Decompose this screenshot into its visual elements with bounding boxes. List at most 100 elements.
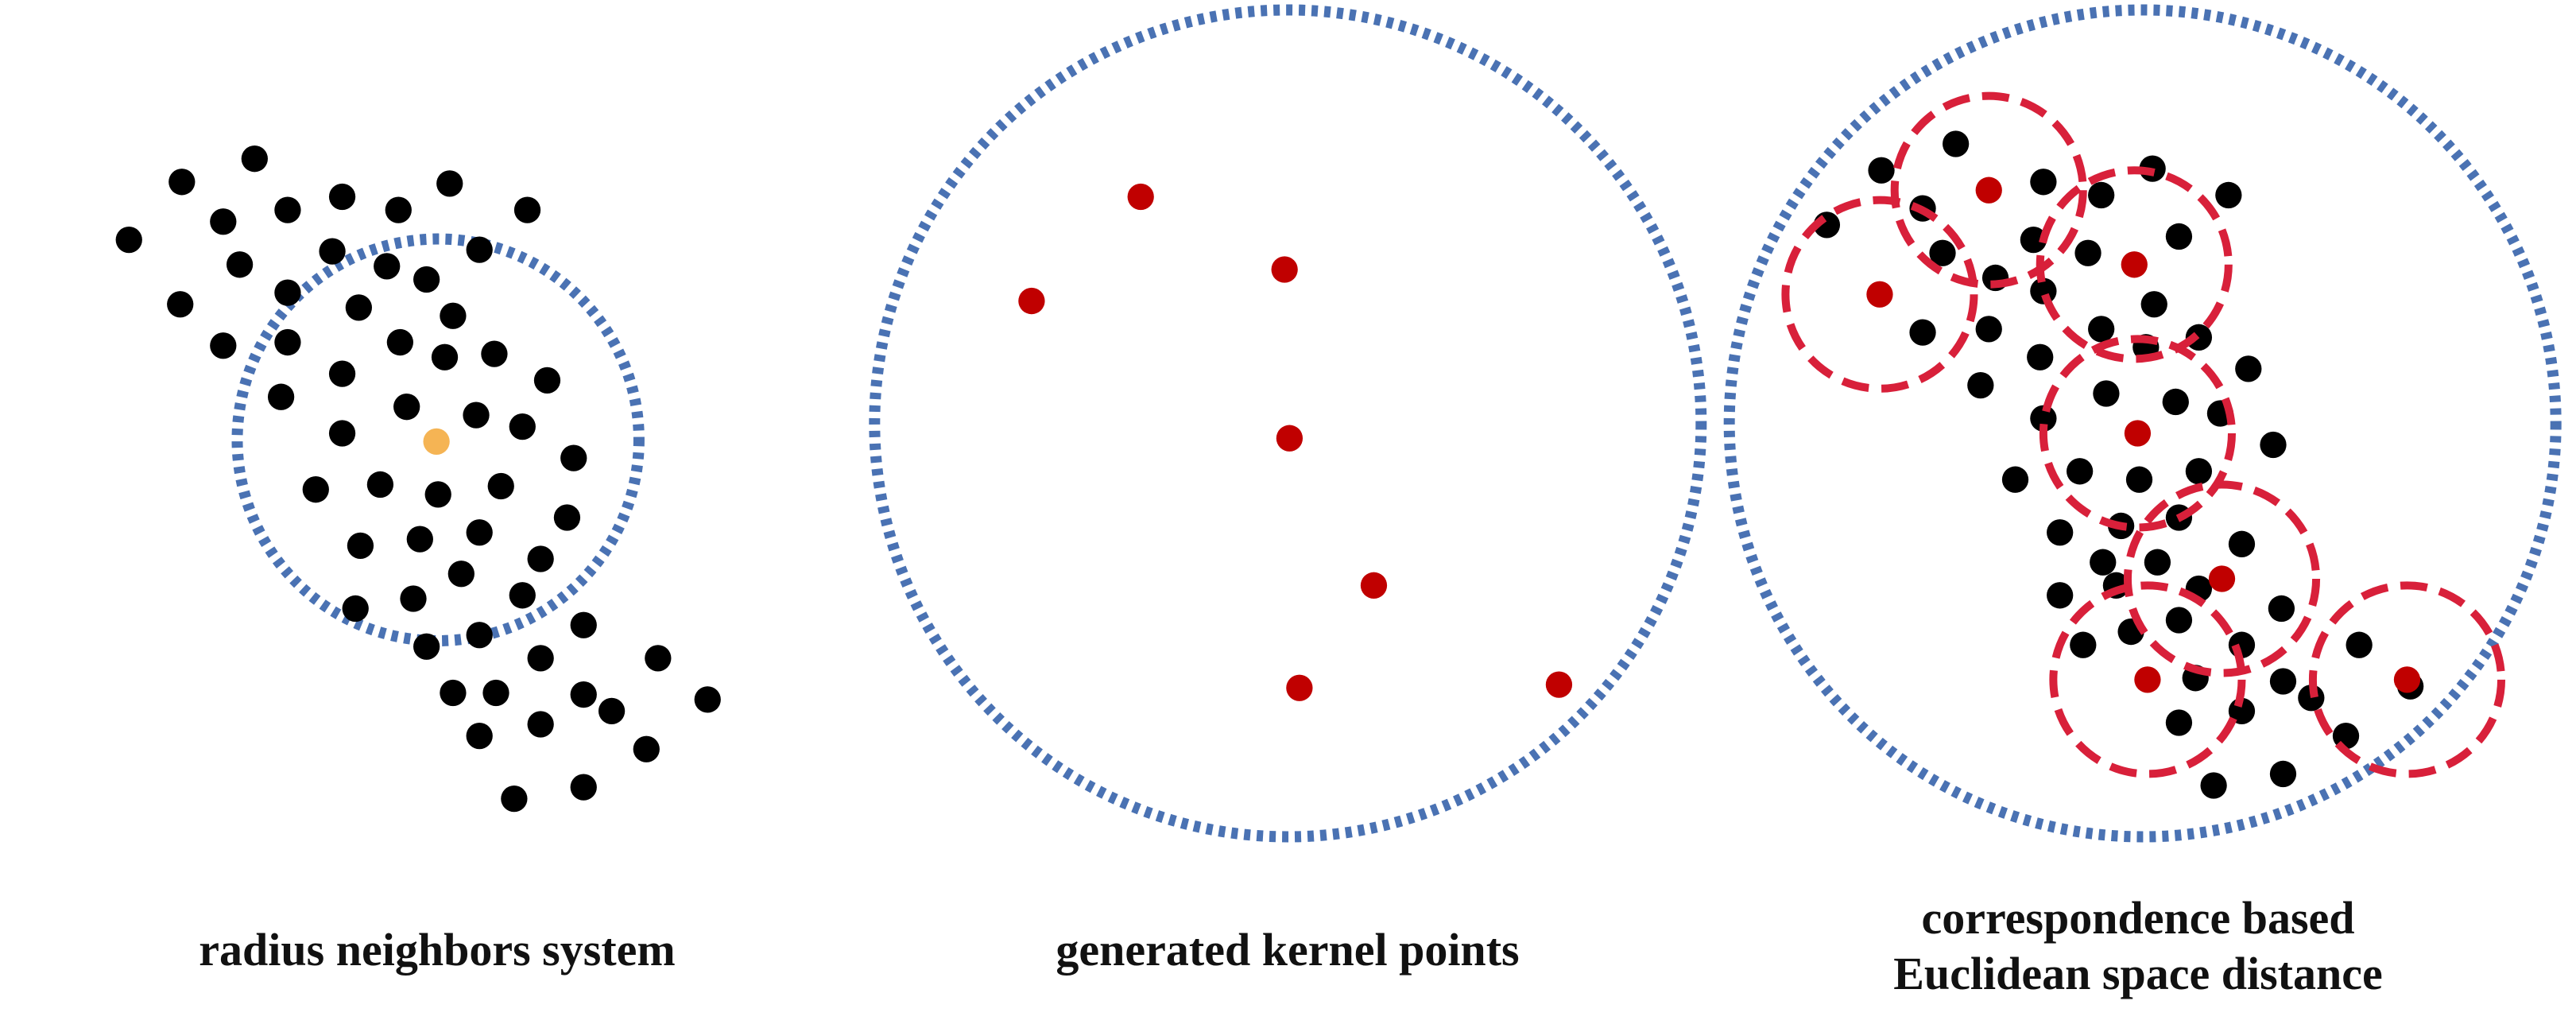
neighbor-point <box>2235 355 2262 382</box>
neighbor-point <box>487 472 514 500</box>
neighbor-point <box>2067 458 2094 485</box>
neighbor-point <box>2200 772 2227 799</box>
neighbor-point <box>1909 319 1936 346</box>
panel-radius-neighbors <box>115 145 721 813</box>
neighbor-point <box>2088 316 2115 343</box>
neighborhood-boundary <box>231 233 645 647</box>
neighbor-point <box>2090 549 2117 576</box>
neighbor-point <box>386 328 413 356</box>
neighbor-point <box>694 686 721 713</box>
neighbor-point <box>533 367 561 394</box>
kernel-point <box>1271 256 1298 283</box>
neighbor-point <box>1967 372 1994 399</box>
neighbor-point <box>570 611 597 638</box>
neighbor-point <box>509 582 536 609</box>
neighbor-point <box>2027 343 2054 370</box>
neighbor-point <box>1868 157 1895 184</box>
kernel-point <box>2124 420 2152 447</box>
neighbor-point <box>210 208 237 235</box>
neighbor-point <box>501 786 528 813</box>
neighbor-point <box>319 238 346 265</box>
neighbor-point <box>2269 760 2297 788</box>
neighbor-point <box>570 681 597 708</box>
neighbor-point <box>527 711 554 738</box>
query-point <box>423 428 450 455</box>
neighbor-point <box>347 532 374 560</box>
neighborhood-boundary <box>869 4 1707 843</box>
neighbor-point <box>2185 458 2213 485</box>
neighbor-point <box>436 170 463 197</box>
kernel-point <box>1360 572 1388 599</box>
neighbor-point <box>447 561 475 588</box>
kernel-point <box>1286 674 1313 701</box>
neighbor-point <box>481 340 508 367</box>
neighbor-point <box>2020 226 2047 254</box>
kernel-radius-circle <box>1781 196 1978 393</box>
neighbor-point <box>463 402 490 429</box>
neighbor-point <box>466 622 493 649</box>
caption-kernel-points: generated kernel points <box>1056 924 1520 976</box>
neighbor-point <box>431 343 459 370</box>
neighbor-point <box>2228 530 2256 557</box>
neighbor-point <box>2074 239 2101 266</box>
neighbor-point <box>2140 291 2167 318</box>
neighbor-point <box>169 169 196 196</box>
neighbor-point <box>2165 223 2193 250</box>
neighbor-point <box>241 145 268 173</box>
caption-line-1: correspondence based <box>1921 892 2355 944</box>
neighbor-point <box>2070 631 2097 658</box>
neighbor-point <box>2047 519 2074 546</box>
neighbor-point <box>2093 380 2120 407</box>
neighbor-point <box>374 253 401 280</box>
kernel-radius-circle <box>2123 480 2321 677</box>
neighbor-point <box>2269 668 2297 695</box>
neighbor-point <box>2144 549 2171 576</box>
neighbor-point <box>406 526 433 553</box>
neighbor-point <box>527 645 554 672</box>
caption-correspondence: correspondence based Euclidean space dis… <box>1780 890 2496 1002</box>
neighbor-point <box>274 328 301 356</box>
kernel-point <box>1127 183 1154 211</box>
neighbor-point <box>328 183 356 211</box>
neighbor-point <box>482 679 509 707</box>
neighbor-point <box>267 383 295 410</box>
kernel-point <box>2208 565 2236 592</box>
neighbor-point <box>2268 595 2295 623</box>
neighbor-point <box>2088 181 2115 209</box>
neighbor-point <box>167 291 194 318</box>
kernel-point <box>1866 281 1893 308</box>
neighbor-point <box>328 360 356 387</box>
kernel-point <box>1545 671 1573 698</box>
neighbor-point <box>413 633 440 660</box>
neighbor-point <box>385 196 412 223</box>
neighbor-point <box>1975 316 2002 343</box>
neighbor-point <box>633 735 660 762</box>
neighbor-point <box>1929 239 1956 266</box>
neighbor-point <box>2215 181 2242 209</box>
neighbor-point <box>274 279 301 306</box>
neighbor-point <box>424 481 451 508</box>
neighbor-point <box>553 504 581 531</box>
kernel-radius-circle <box>2036 166 2233 363</box>
neighbor-point <box>570 774 597 801</box>
neighbor-point <box>2047 582 2074 609</box>
neighbor-point <box>2165 607 2193 634</box>
neighbor-point <box>328 420 356 447</box>
neighbor-point <box>2030 405 2057 432</box>
panel-kernel-points <box>869 4 1707 843</box>
neighbor-point <box>513 196 541 223</box>
kernel-point <box>1018 287 1045 315</box>
neighbor-point <box>210 332 237 359</box>
neighbor-point <box>302 476 329 503</box>
neighbor-point <box>645 645 672 672</box>
neighbor-point <box>2260 431 2287 459</box>
neighbor-point <box>509 413 536 440</box>
neighbor-point <box>440 302 467 329</box>
neighbor-point <box>466 519 493 546</box>
kernel-point <box>1975 177 2002 204</box>
neighbor-point <box>393 394 420 421</box>
neighbor-point <box>226 251 254 278</box>
neighbor-point <box>2030 169 2057 196</box>
neighbor-point <box>598 697 626 725</box>
